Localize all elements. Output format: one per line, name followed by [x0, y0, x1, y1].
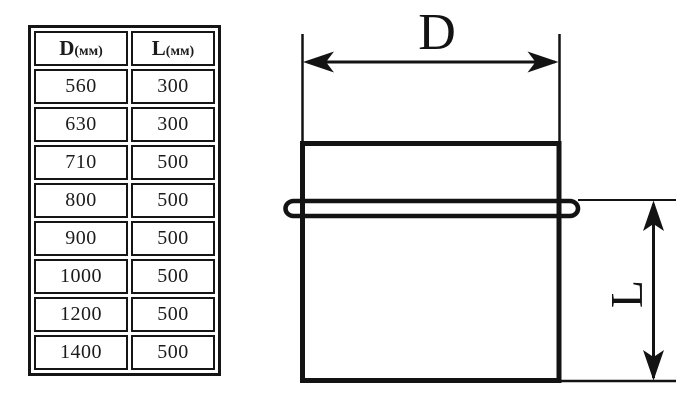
- cell-l-value: 300: [131, 107, 215, 142]
- l-arrowhead-bottom: [643, 350, 664, 381]
- cell-d-value: 1200: [34, 297, 128, 332]
- cell-d-value: 630: [34, 107, 128, 142]
- dimensions-table: D(мм) L(мм) 560 300 630 300 710 500 800 …: [28, 25, 221, 376]
- diameter-dimension-label: D: [418, 4, 456, 61]
- rim-flange-capsule: [283, 198, 581, 219]
- cell-d-value: 560: [34, 69, 128, 104]
- cell-d-value: 1000: [34, 259, 128, 294]
- cell-l-value: 500: [131, 183, 215, 218]
- col-header-d-symbol: D: [59, 36, 75, 60]
- col-header-d: D(мм): [34, 31, 128, 66]
- col-header-d-unit: (мм): [74, 44, 103, 59]
- cell-l-value: 300: [131, 69, 215, 104]
- cell-d-value: 710: [34, 145, 128, 180]
- col-header-l-symbol: L: [151, 36, 166, 60]
- table-row: 900 500: [34, 221, 215, 256]
- table-row: 630 300: [34, 107, 215, 142]
- cell-d-value: 800: [34, 183, 128, 218]
- l-arrowhead-top: [643, 200, 664, 231]
- cell-l-value: 500: [131, 297, 215, 332]
- cell-l-value: 500: [131, 335, 215, 370]
- table-row: 710 500: [34, 145, 215, 180]
- table-row: 1000 500: [34, 259, 215, 294]
- d-arrowhead-left: [303, 51, 334, 73]
- col-header-l: L(мм): [131, 31, 215, 66]
- cell-l-value: 500: [131, 259, 215, 294]
- table-row: 800 500: [34, 183, 215, 218]
- cell-l-value: 500: [131, 221, 215, 256]
- cell-d-value: 900: [34, 221, 128, 256]
- table-header-row: D(мм) L(мм): [34, 31, 215, 66]
- body-outline-rect: [300, 141, 562, 383]
- table-row: 560 300: [34, 69, 215, 104]
- col-header-l-unit: (мм): [165, 44, 195, 59]
- cell-d-value: 1400: [34, 335, 128, 370]
- length-dimension-label: L: [601, 280, 652, 308]
- table-row: 1400 500: [34, 335, 215, 370]
- d-arrowhead-right: [527, 51, 559, 73]
- cell-l-value: 500: [131, 145, 215, 180]
- table-row: 1200 500: [34, 297, 215, 332]
